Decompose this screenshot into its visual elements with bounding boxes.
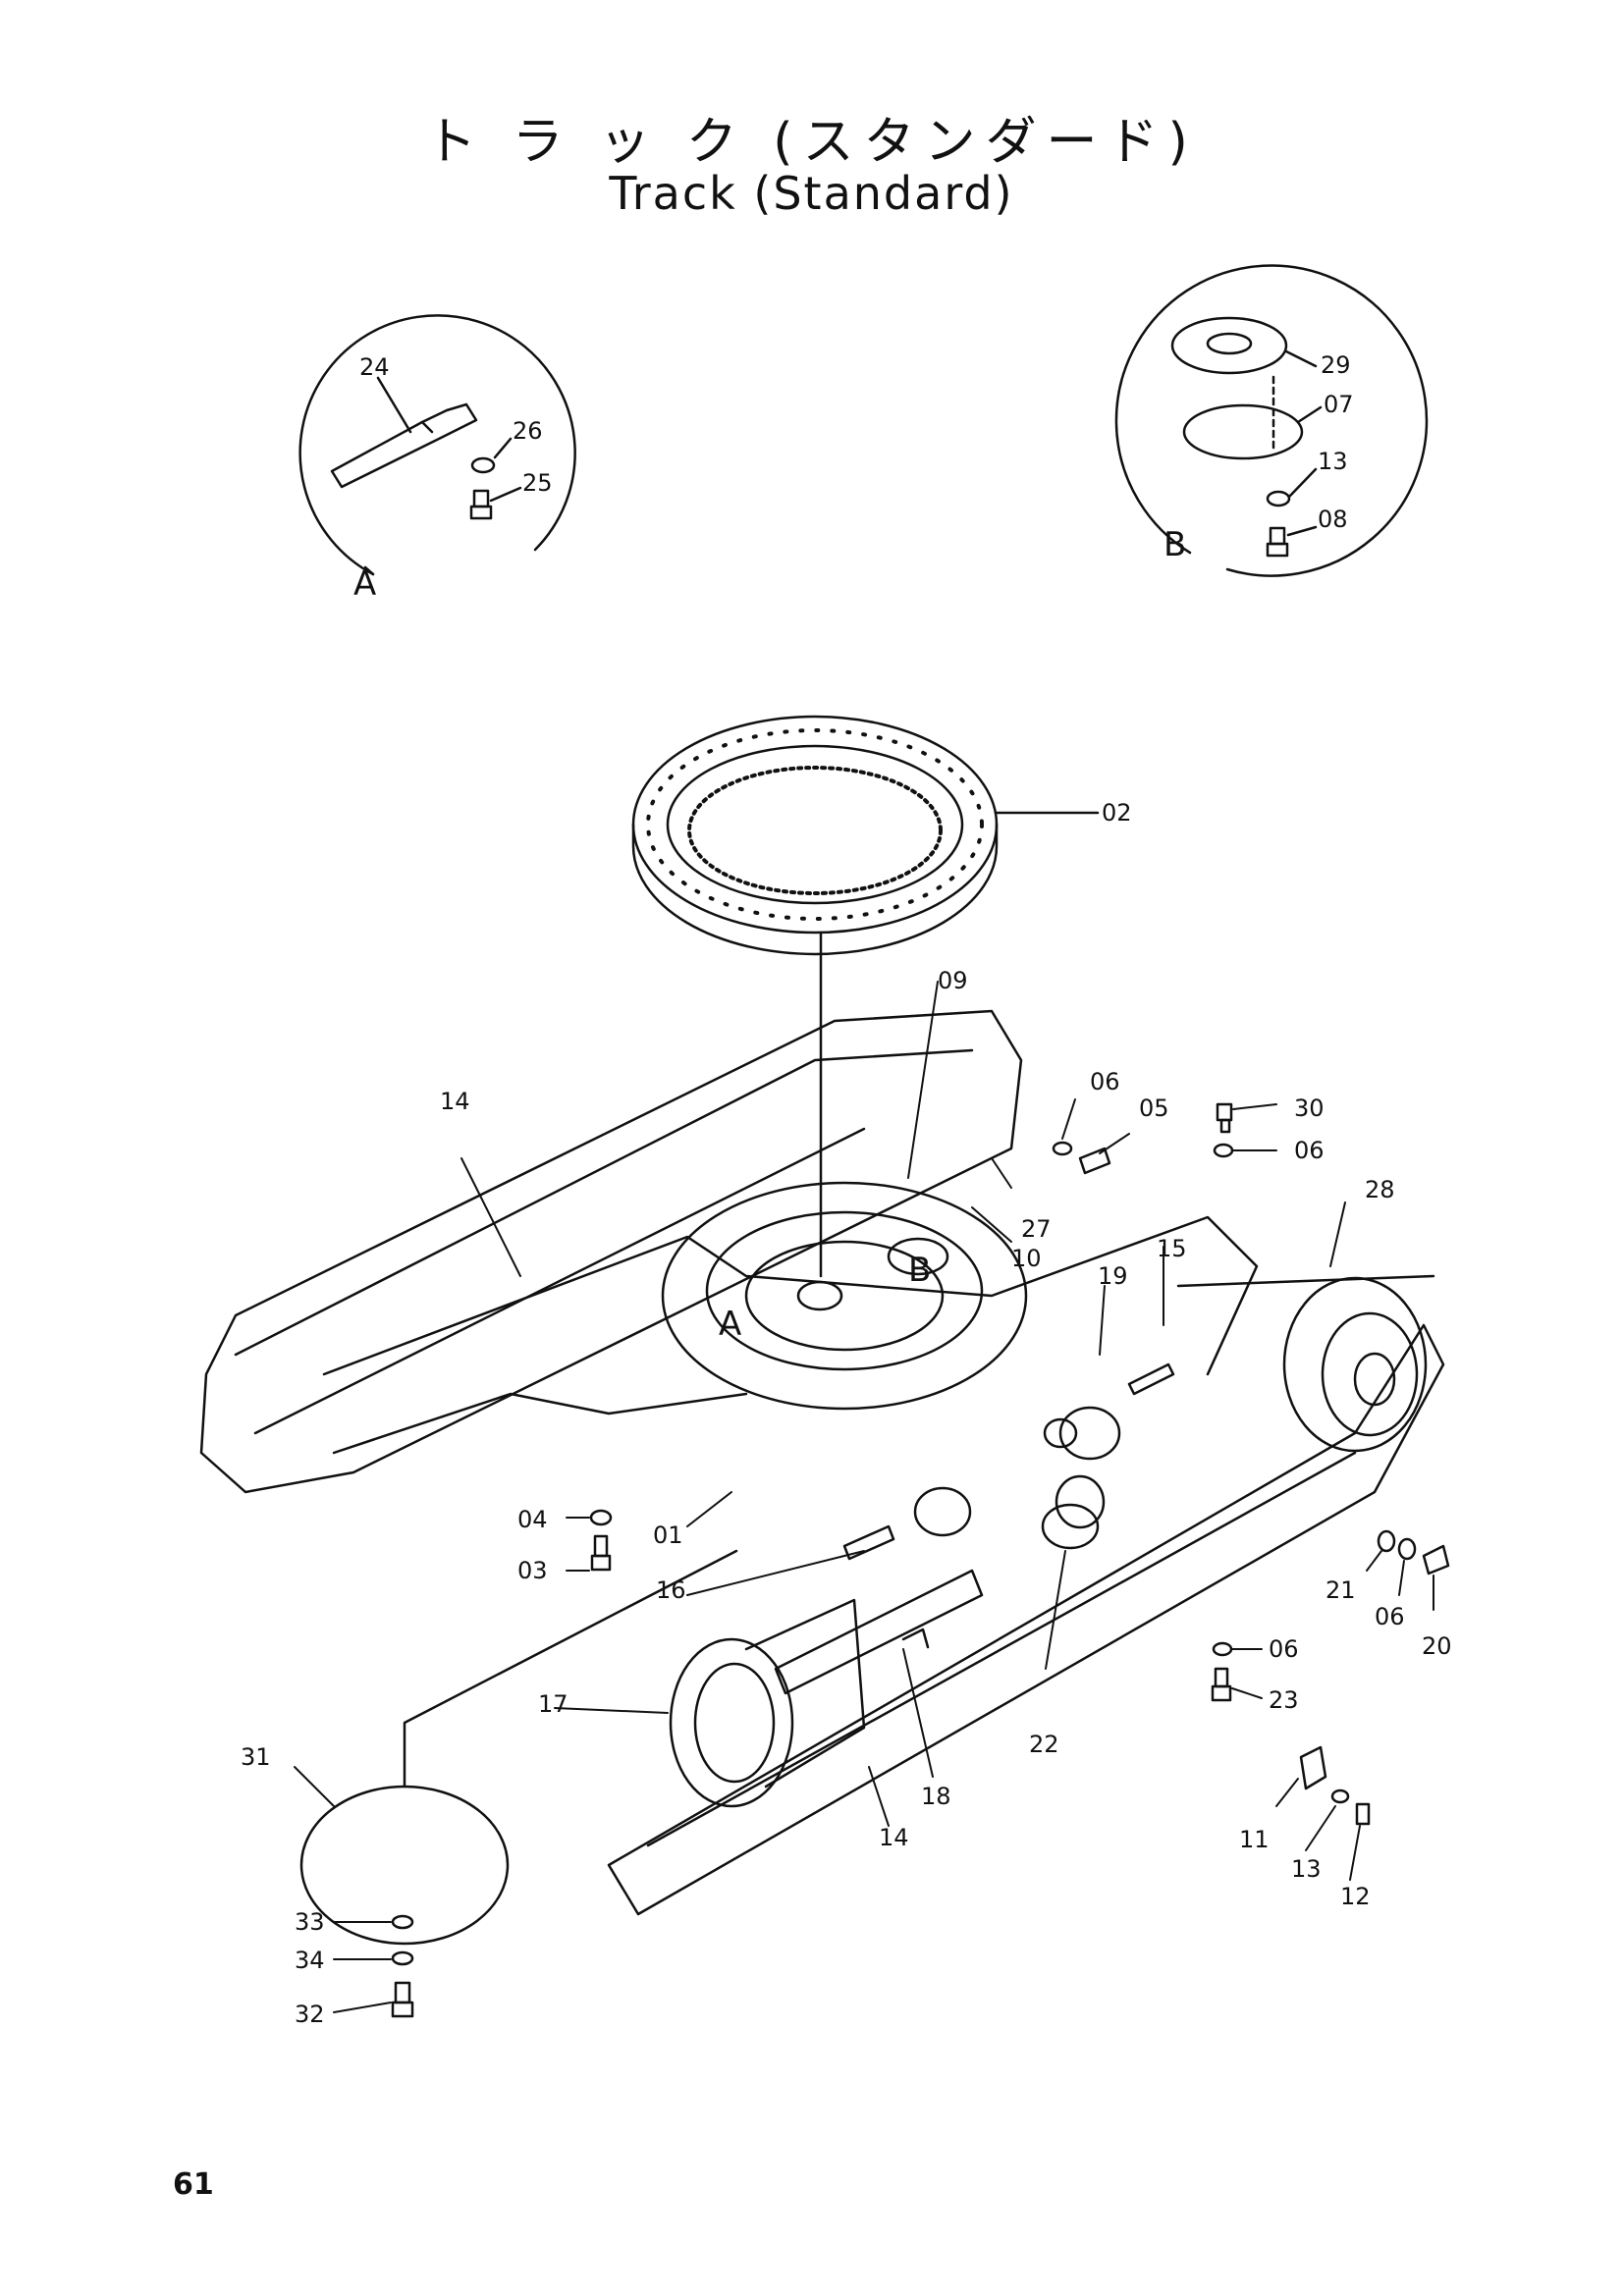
part-label-17: 17 [538, 1690, 568, 1718]
part-label-14-top: 14 [440, 1088, 470, 1115]
part-label-09: 09 [938, 967, 968, 994]
part-label-06-b: 06 [1294, 1137, 1325, 1164]
part-label-03: 03 [517, 1557, 548, 1584]
detail-view-a [298, 314, 576, 576]
part-label-34: 34 [295, 1947, 325, 1974]
detail-a-label: A [353, 564, 376, 604]
crawler-shoe-left [199, 1009, 1023, 1494]
part-label-06-a: 06 [1090, 1068, 1120, 1095]
washer-part-06-a [1052, 1141, 1073, 1156]
part-label-16: 16 [656, 1576, 686, 1604]
detail-view-b [1114, 264, 1429, 577]
title-japanese: ト ラ ッ ク (スタンダード) [425, 113, 1198, 172]
part-label-01: 01 [653, 1522, 683, 1549]
washer-part-06-c [1397, 1537, 1417, 1561]
part-label-19: 19 [1098, 1262, 1128, 1290]
part-label-05: 05 [1139, 1095, 1169, 1122]
part-label-23: 23 [1269, 1686, 1299, 1714]
plate-part-07 [1182, 403, 1304, 460]
guard-part-15 [1127, 1362, 1175, 1396]
part-label-29: 29 [1321, 351, 1351, 379]
part-label-27: 27 [1021, 1215, 1052, 1243]
title-english: Track (Standard) [609, 167, 1014, 220]
part-label-25: 25 [522, 469, 553, 497]
cover-part-11 [1299, 1745, 1327, 1790]
part-label-12: 12 [1340, 1883, 1371, 1910]
part-label-02: 02 [1102, 799, 1132, 827]
part-label-06-c: 06 [1375, 1603, 1405, 1630]
part-label-20: 20 [1422, 1632, 1452, 1660]
part-label-04: 04 [517, 1506, 548, 1533]
bolt-part-23 [1211, 1667, 1232, 1702]
part-label-10: 10 [1011, 1245, 1042, 1272]
part-label-13: 13 [1291, 1855, 1322, 1883]
bolt-part-20 [1422, 1544, 1450, 1575]
swing-bearing-part-02 [631, 715, 1100, 1278]
main-callout-a: A [719, 1305, 741, 1344]
part-label-11: 11 [1239, 1826, 1270, 1853]
bolt-part-25 [469, 489, 493, 520]
washer-part-13-main [1330, 1789, 1350, 1804]
part-label-31: 31 [241, 1743, 271, 1771]
page-number: 61 [173, 2167, 214, 2202]
part-label-07: 07 [1324, 391, 1354, 418]
part-label-24: 24 [359, 353, 390, 381]
leader-lines [294, 981, 1434, 2013]
part-label-06-d: 06 [1269, 1635, 1299, 1663]
part-label-15: 15 [1157, 1235, 1187, 1262]
plate-part-29 [1170, 316, 1288, 375]
upper-roller-part-19 [1043, 1406, 1121, 1461]
washer-part-13 [1266, 490, 1291, 507]
under-cover-part-31 [299, 1549, 738, 2018]
part-label-21: 21 [1325, 1576, 1356, 1604]
lever-part-24 [330, 402, 478, 489]
detail-b-label: B [1163, 525, 1186, 564]
bolt-part-08 [1266, 526, 1289, 558]
part-label-22: 22 [1029, 1731, 1059, 1758]
bolt-part-03 [590, 1534, 612, 1572]
part-label-14-bottom: 14 [879, 1824, 909, 1851]
washer-part-04 [589, 1509, 613, 1526]
crawler-shoe-right [607, 1323, 1445, 1916]
washer-part-34 [391, 1950, 414, 1966]
track-frame-part-01 [199, 1009, 1450, 1916]
main-callout-b: B [908, 1251, 931, 1290]
washer-part-06-d [1212, 1641, 1233, 1657]
part-label-08: 08 [1318, 506, 1348, 533]
center-joint-part [796, 1280, 843, 1311]
part-label-26: 26 [513, 417, 543, 445]
bolt-part-30 [1216, 1102, 1233, 1134]
washer-part-21 [1377, 1529, 1396, 1553]
travel-motor-part-28 [1282, 1276, 1428, 1453]
part-label-33: 33 [295, 1908, 325, 1936]
lower-roller-part-22 [1041, 1474, 1106, 1550]
bolt-part-12 [1355, 1802, 1371, 1826]
washer-part-33 [391, 1914, 414, 1930]
part-label-18: 18 [921, 1783, 951, 1810]
part-label-30: 30 [1294, 1095, 1325, 1122]
bolt-part-32 [391, 1981, 414, 2018]
track-adjuster-part-18 [774, 1569, 984, 1695]
washer-part-26 [470, 456, 496, 474]
idler-part-17 [669, 1598, 866, 1808]
part-label-32: 32 [295, 2001, 325, 2028]
part-label-28: 28 [1365, 1176, 1395, 1203]
part-label-13-b: 13 [1318, 448, 1348, 475]
washer-part-06-b [1213, 1143, 1234, 1158]
bolt-part-05 [1078, 1147, 1111, 1175]
